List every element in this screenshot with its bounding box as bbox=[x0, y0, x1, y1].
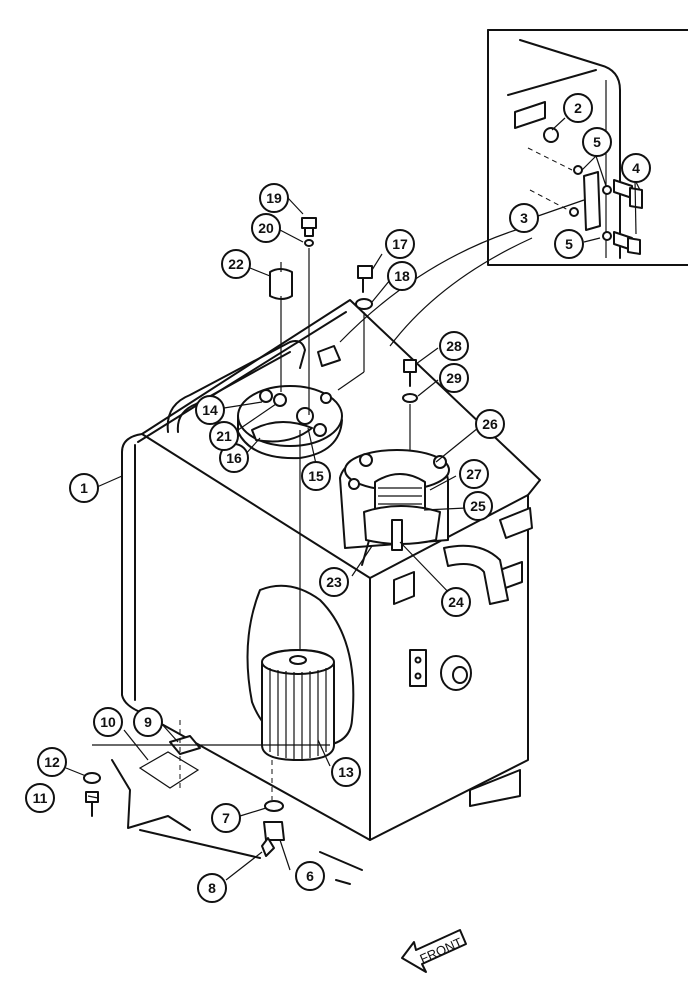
svg-text:16: 16 bbox=[226, 450, 242, 466]
callout-19: 19 bbox=[259, 183, 289, 213]
svg-text:26: 26 bbox=[482, 416, 498, 432]
svg-text:12: 12 bbox=[44, 754, 60, 770]
callout-8: 8 bbox=[197, 873, 227, 903]
exploded-parts bbox=[83, 217, 418, 885]
callout-5-lower: 5 bbox=[554, 229, 584, 259]
callout-11: 11 bbox=[25, 783, 55, 813]
svg-text:10: 10 bbox=[100, 714, 116, 730]
svg-text:5: 5 bbox=[565, 236, 573, 252]
svg-text:24: 24 bbox=[448, 594, 464, 610]
callout-15: 15 bbox=[301, 461, 331, 491]
leader-lines bbox=[65, 117, 641, 881]
svg-text:15: 15 bbox=[308, 468, 324, 484]
callout-6: 6 bbox=[295, 861, 325, 891]
callout-20: 20 bbox=[251, 213, 281, 243]
callout-23: 23 bbox=[319, 567, 349, 597]
svg-text:28: 28 bbox=[446, 338, 462, 354]
callout-5-upper: 5 bbox=[582, 127, 612, 157]
callout-12: 12 bbox=[37, 747, 67, 777]
callout-13: 13 bbox=[331, 757, 361, 787]
svg-text:14: 14 bbox=[202, 402, 218, 418]
svg-text:9: 9 bbox=[144, 714, 152, 730]
svg-text:21: 21 bbox=[216, 428, 232, 444]
svg-text:18: 18 bbox=[394, 268, 410, 284]
callout-4: 4 bbox=[621, 153, 651, 183]
svg-text:1: 1 bbox=[80, 480, 88, 496]
svg-text:17: 17 bbox=[392, 236, 408, 252]
callout-18: 18 bbox=[387, 261, 417, 291]
svg-text:29: 29 bbox=[446, 370, 462, 386]
inset-leader bbox=[339, 227, 523, 343]
callout-9: 9 bbox=[133, 707, 163, 737]
svg-text:13: 13 bbox=[338, 764, 354, 780]
svg-text:7: 7 bbox=[222, 810, 230, 826]
svg-text:23: 23 bbox=[326, 574, 342, 590]
filter-cutaway bbox=[246, 430, 355, 761]
svg-text:27: 27 bbox=[466, 466, 482, 482]
inset-detail bbox=[487, 29, 688, 266]
svg-text:3: 3 bbox=[520, 210, 528, 226]
callout-7: 7 bbox=[211, 803, 241, 833]
svg-text:2: 2 bbox=[574, 100, 582, 116]
svg-text:22: 22 bbox=[228, 256, 244, 272]
svg-text:6: 6 bbox=[306, 868, 314, 884]
callout-27: 27 bbox=[459, 459, 489, 489]
callout-22: 22 bbox=[221, 249, 251, 279]
front-direction-arrow: FRONT bbox=[401, 929, 467, 973]
filler-cover-assembly bbox=[237, 385, 343, 460]
return-filter-cover bbox=[344, 449, 450, 551]
callout-28: 28 bbox=[439, 331, 469, 361]
callouts: 1 2 3 4 5 5 6 7 8 9 10 11 12 13 14 15 16… bbox=[25, 93, 651, 903]
svg-text:5: 5 bbox=[593, 134, 601, 150]
svg-text:25: 25 bbox=[470, 498, 486, 514]
callout-17: 17 bbox=[385, 229, 415, 259]
callout-14: 14 bbox=[195, 395, 225, 425]
callout-21: 21 bbox=[209, 421, 239, 451]
svg-text:11: 11 bbox=[33, 790, 48, 806]
svg-text:20: 20 bbox=[258, 220, 274, 236]
callout-1: 1 bbox=[69, 473, 99, 503]
callout-25: 25 bbox=[463, 491, 493, 521]
callout-24: 24 bbox=[441, 587, 471, 617]
callout-10: 10 bbox=[93, 707, 123, 737]
svg-text:8: 8 bbox=[208, 880, 216, 896]
svg-text:4: 4 bbox=[632, 160, 640, 176]
callout-3: 3 bbox=[509, 203, 539, 233]
callout-2: 2 bbox=[563, 93, 593, 123]
callout-29: 29 bbox=[439, 363, 469, 393]
callout-26: 26 bbox=[475, 409, 505, 439]
svg-text:19: 19 bbox=[266, 190, 282, 206]
